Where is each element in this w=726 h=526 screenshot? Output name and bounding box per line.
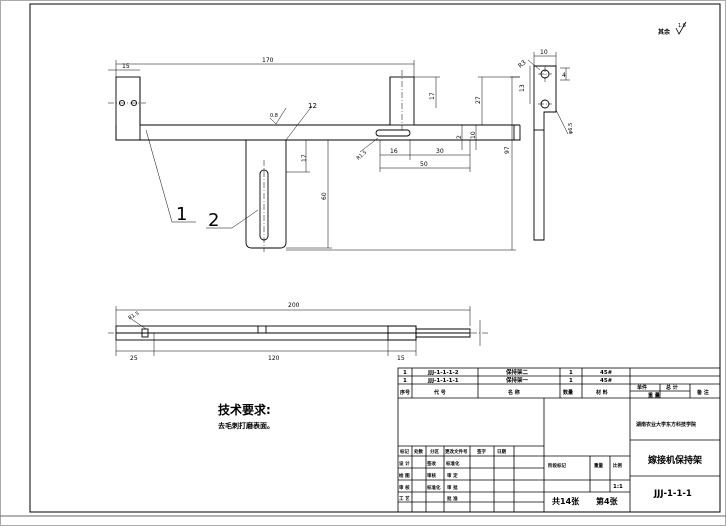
part-2-material: 45# [600, 378, 613, 384]
part-2-no: 1 [403, 378, 407, 384]
role-standard: 标准化 [445, 460, 460, 467]
angle-12: 12 [308, 102, 317, 110]
dim-60: 60 [321, 192, 328, 200]
role-check-std: 标准化 [426, 484, 441, 491]
drawing-number: JJJ-1-1-1 [653, 489, 692, 499]
dim-side-10: 10 [540, 49, 548, 56]
sheets-total: 共14张 [552, 496, 580, 506]
rev-count: 处数 [413, 448, 423, 455]
rev-doc: 更改文件号 [445, 448, 468, 455]
part-1-name: 保持架二 [505, 368, 529, 376]
dim-25: 25 [130, 355, 138, 362]
header-no: 序号 [399, 389, 410, 396]
callout-2: 2 [208, 210, 219, 231]
tech-req-body: 去毛刺打磨表面。 [218, 421, 274, 430]
part-2-qty: 1 [569, 378, 573, 384]
header-weight: 重 量 [648, 392, 660, 399]
dim-15-right: 15 [397, 355, 405, 362]
role-approve: 批 准 [447, 495, 458, 502]
role-process: 工 艺 [399, 495, 410, 502]
roughness-0-8: 0.8 [270, 113, 278, 119]
role-review: 审核 [427, 472, 436, 479]
header-remark: 备 注 [696, 389, 709, 396]
institution-name: 湖南农业大学东方科技学院 [636, 421, 696, 428]
dim-97: 97 [504, 146, 511, 154]
scale-value: 1:1 [613, 484, 623, 490]
surface-finish-note: 其余 1.6 [658, 21, 687, 36]
dim-side-13: 13 [519, 84, 526, 92]
radius-bottom-r1-5: R1.5 [128, 311, 141, 322]
part-1-material: 45# [600, 370, 613, 376]
rev-sign: 签字 [476, 448, 486, 455]
surface-finish-value: 1.6 [678, 23, 686, 29]
dim-27: 27 [475, 96, 482, 104]
rev-zone: 分区 [430, 448, 439, 455]
part-1-qty: 1 [569, 370, 573, 376]
part-2-name: 保持架一 [505, 376, 529, 384]
radius-r3: R3 [517, 59, 528, 70]
title-block [397, 367, 721, 513]
dim-170: 170 [262, 57, 274, 64]
header-unit: 单件 [637, 384, 647, 391]
role-draw: 绘 图 [399, 472, 410, 479]
dim-30: 30 [436, 148, 444, 155]
dim-17-right: 17 [429, 92, 436, 100]
dim-120: 120 [268, 355, 280, 362]
header-total: 总 计 [666, 384, 678, 391]
tech-req-title: 技术要求: [218, 402, 271, 417]
radius-r1-5: R1.5 [356, 150, 369, 162]
roughness-symbol-icon [675, 21, 687, 35]
header-material: 材 料 [596, 389, 608, 396]
dim-50: 50 [420, 161, 428, 168]
rev-mark: 标记 [399, 448, 409, 455]
dim-200: 200 [288, 302, 300, 309]
part-1-code: JJJ-1-1-1-2 [427, 370, 459, 376]
role-approve-set: 审 定 [447, 472, 458, 479]
role-design: 设 计 [399, 460, 410, 467]
drawing-name: 嫁接机保持架 [647, 454, 702, 466]
dim-10: 10 [470, 131, 477, 139]
role-examine: 审 批 [447, 484, 458, 491]
header-code: 代 号 [433, 389, 446, 396]
sheet-number: 第4张 [596, 496, 619, 506]
drawing-frame [29, 3, 721, 513]
callout-1: 1 [176, 204, 187, 225]
dim-17-left: 17 [301, 154, 308, 162]
scale-label: 比例 [613, 462, 622, 469]
weight-label: 重量 [594, 462, 603, 469]
surface-finish-label: 其余 [658, 28, 671, 36]
dim-15-left: 15 [122, 63, 130, 70]
hole-dia: φ6.5 [568, 123, 574, 134]
dim-side-4: 4 [562, 72, 566, 79]
part-1-no: 1 [403, 370, 407, 376]
role-check: 审 核 [399, 484, 410, 491]
role-design-sign: 签收 [426, 460, 436, 467]
dim-16: 16 [390, 148, 398, 155]
header-qty: 数量 [563, 389, 573, 396]
header-name: 名 称 [508, 389, 520, 396]
rev-date: 日期 [497, 448, 506, 455]
dim-2: 2 [456, 135, 463, 139]
part-2-code: JJJ-1-1-1-1 [427, 378, 459, 384]
stage-label: 阶段标记 [548, 462, 566, 469]
